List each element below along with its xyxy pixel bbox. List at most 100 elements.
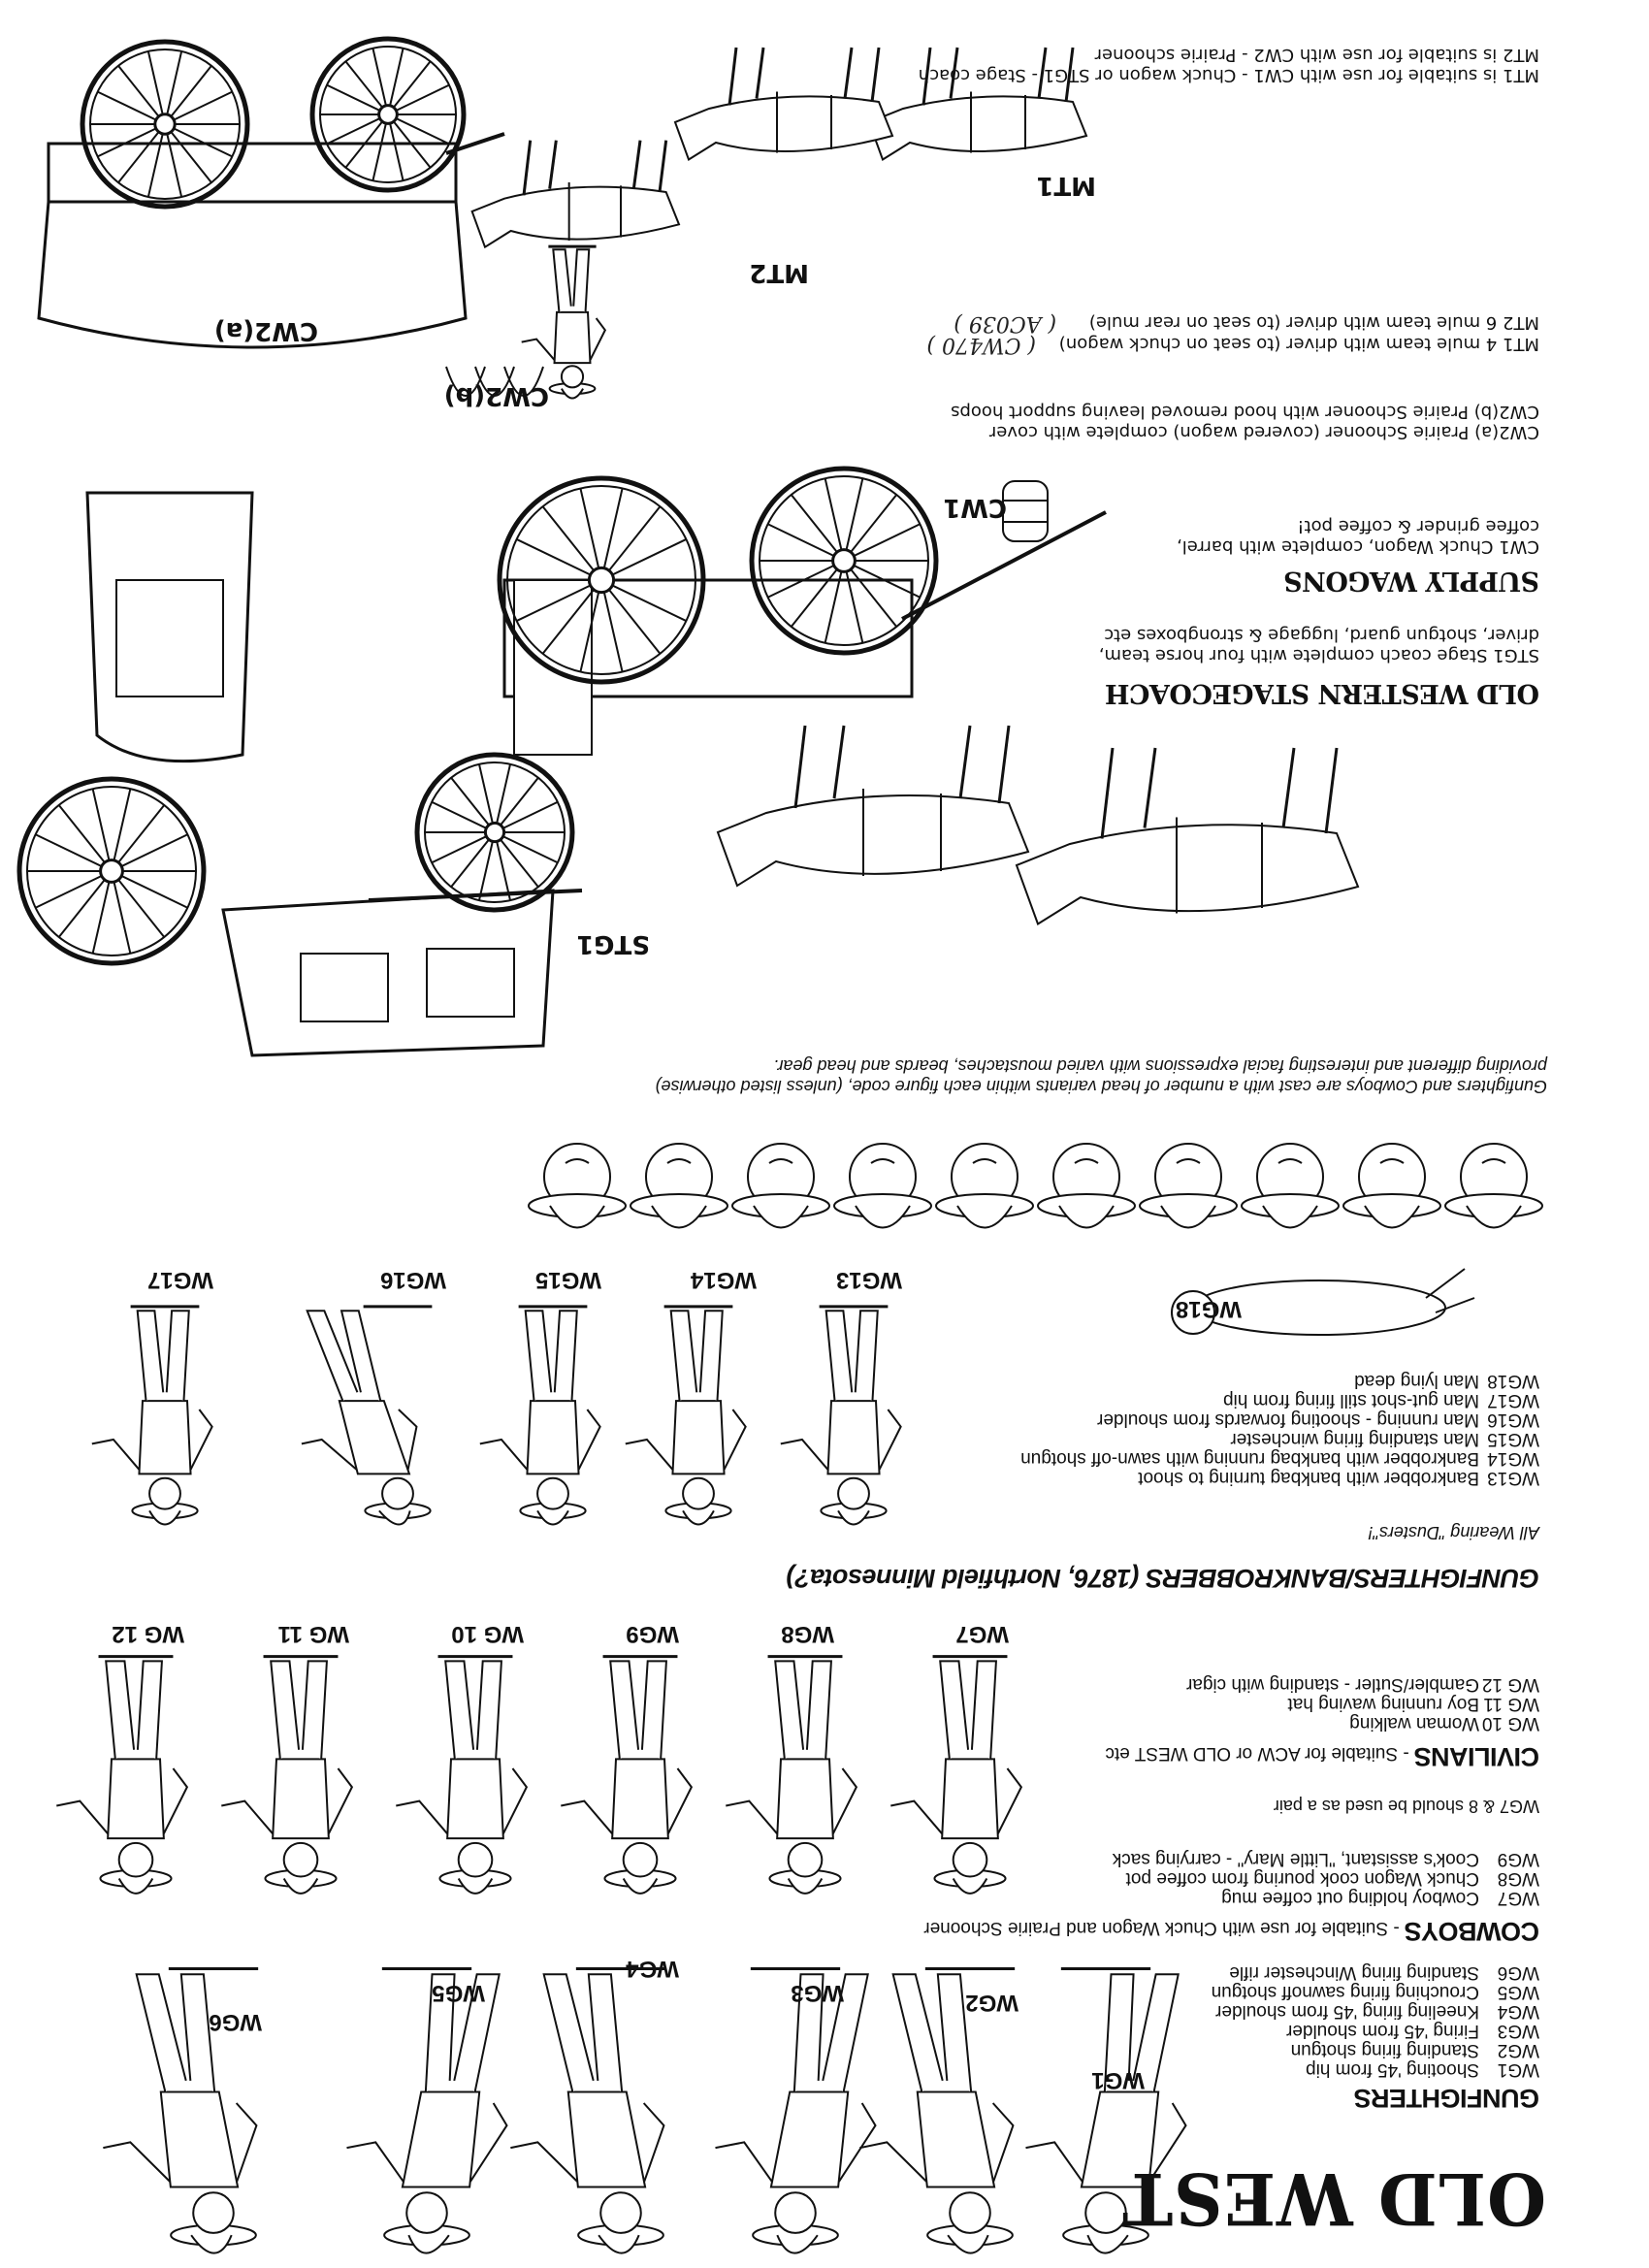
wheel-spoke bbox=[387, 48, 404, 115]
left-leg bbox=[179, 1973, 216, 2092]
item-description: Standing firing shotgun bbox=[1290, 2040, 1479, 2060]
torso bbox=[272, 1758, 330, 1840]
item-code: WG18 bbox=[1487, 1371, 1539, 1391]
gunfighter-figure bbox=[715, 1967, 877, 2254]
mule-team-descriptions: MT1 4 mule team with driver (to seat on … bbox=[926, 311, 1539, 357]
figure-label: WG17 bbox=[146, 1267, 213, 1293]
page-title: OLD WEST bbox=[1121, 2155, 1546, 2242]
leg bbox=[1037, 47, 1048, 99]
head bbox=[405, 2191, 448, 2234]
stagecoach-front-wheel bbox=[414, 752, 575, 913]
harness bbox=[862, 789, 942, 876]
right-leg bbox=[792, 1973, 824, 2092]
list-item: WG1 Shooting '45 from hip bbox=[1212, 2059, 1539, 2080]
hat-crown bbox=[1086, 2234, 1129, 2254]
hat-crown bbox=[1262, 1205, 1318, 1229]
cowboy-civilian-figure bbox=[221, 1655, 354, 1895]
hat-crown bbox=[1160, 1205, 1216, 1229]
hat-crown bbox=[190, 2234, 233, 2254]
head bbox=[949, 2191, 991, 2234]
item-code: WG13 bbox=[1487, 1468, 1539, 1488]
left-arm bbox=[589, 317, 607, 361]
wheel-spoke bbox=[541, 505, 602, 581]
leg bbox=[949, 47, 959, 99]
leg bbox=[1100, 747, 1115, 839]
hat-crown bbox=[598, 2234, 640, 2254]
bankrobbers-note: All Wearing "Dusters"! bbox=[1368, 1523, 1539, 1542]
wheel-spoke bbox=[146, 123, 166, 198]
wagon-bed bbox=[47, 142, 458, 204]
right-leg bbox=[424, 1973, 456, 2092]
wheel-rim bbox=[749, 466, 939, 656]
gunfighters-heading: GUNFIGHTERS bbox=[1353, 2084, 1539, 2113]
item-code: WG14 bbox=[1487, 1448, 1539, 1469]
stagecoach-body bbox=[221, 889, 583, 1057]
bankrobber-figure bbox=[780, 1305, 902, 1526]
cw1-line-2: coffee grinder & coffee pot! bbox=[1297, 516, 1539, 536]
figure-label: WG9 bbox=[626, 1621, 679, 1647]
right-leg bbox=[552, 248, 572, 312]
left-arm bbox=[398, 1409, 418, 1471]
mt2-handwritten-code: ( AC039 ) bbox=[954, 311, 1057, 336]
figure-label: WG18 bbox=[1175, 1296, 1242, 1322]
wheel-spoke bbox=[164, 123, 233, 158]
wagon-cover bbox=[37, 200, 468, 349]
hat-crown bbox=[837, 1509, 870, 1526]
wheel-spoke bbox=[111, 833, 188, 872]
wheel-spoke bbox=[843, 494, 898, 562]
mt2-drawing-label: MT2 bbox=[749, 258, 809, 287]
right-arm bbox=[859, 2141, 927, 2183]
wheel-spoke bbox=[790, 494, 845, 562]
cowboy-civilian-figure bbox=[561, 1655, 694, 1895]
torso bbox=[401, 2090, 481, 2188]
torso bbox=[138, 1400, 192, 1475]
item-description: Cowboy holding out coffee mug bbox=[1221, 1888, 1479, 1908]
wheel-spoke bbox=[494, 831, 539, 888]
cw1-description: CW1 Chuck Wagon, complete with barrel, c… bbox=[1177, 516, 1539, 557]
head bbox=[1084, 2191, 1127, 2234]
wheel-spoke bbox=[843, 523, 921, 562]
bankrobber-figure bbox=[479, 1305, 601, 1526]
wheel-spoke bbox=[164, 50, 183, 125]
civilians-title: CIVILIANS bbox=[1413, 1742, 1539, 1771]
wheel-spoke bbox=[767, 523, 845, 562]
item-description: Kneeling firing '45 from shoulder bbox=[1215, 2001, 1479, 2022]
harness bbox=[970, 91, 1026, 153]
item-code: WG 11 bbox=[1483, 1694, 1539, 1714]
hat-crown bbox=[776, 2234, 819, 2254]
wheel-spoke bbox=[478, 763, 496, 833]
head-variant bbox=[1037, 1143, 1136, 1229]
head-variants-note: Gunfighters and Cowboys are cast with a … bbox=[656, 1055, 1547, 1096]
wheel-spoke bbox=[450, 831, 496, 888]
head-variant bbox=[1444, 1143, 1543, 1229]
mt2-description: MT2 6 mule team with driver (to seat on … bbox=[926, 311, 1539, 336]
figure-label: WG 11 bbox=[277, 1621, 349, 1647]
wheel-spoke bbox=[843, 560, 898, 628]
left-leg bbox=[165, 1310, 190, 1402]
coach-window bbox=[300, 953, 389, 1022]
torso bbox=[826, 1400, 881, 1475]
right-leg bbox=[306, 1310, 359, 1402]
wheel-spoke bbox=[790, 560, 845, 628]
hat-crown bbox=[1058, 1205, 1115, 1229]
item-code: WG1 bbox=[1497, 2059, 1539, 2080]
wheel-spoke bbox=[494, 831, 559, 864]
torso bbox=[671, 1400, 726, 1475]
stagecoach-horse bbox=[716, 725, 1030, 888]
cowboy-civilian-figure bbox=[396, 1655, 529, 1895]
head-variant bbox=[1241, 1143, 1340, 1229]
bankrobbers-heading: GUNFIGHTERS/BANKROBBERS (1876, Northfiel… bbox=[786, 1564, 1539, 1593]
leg bbox=[728, 47, 738, 106]
left-leg bbox=[805, 1660, 832, 1760]
stagecoach-rear-view bbox=[85, 491, 254, 763]
stagecoach-line-1: STG1 Stage coach complete with four hors… bbox=[1098, 645, 1539, 665]
left-leg bbox=[301, 1660, 328, 1760]
item-description: Shooting '45 from hip bbox=[1306, 2059, 1479, 2080]
hat-crown bbox=[622, 1877, 659, 1895]
torso bbox=[159, 2090, 240, 2188]
head bbox=[282, 1841, 319, 1878]
